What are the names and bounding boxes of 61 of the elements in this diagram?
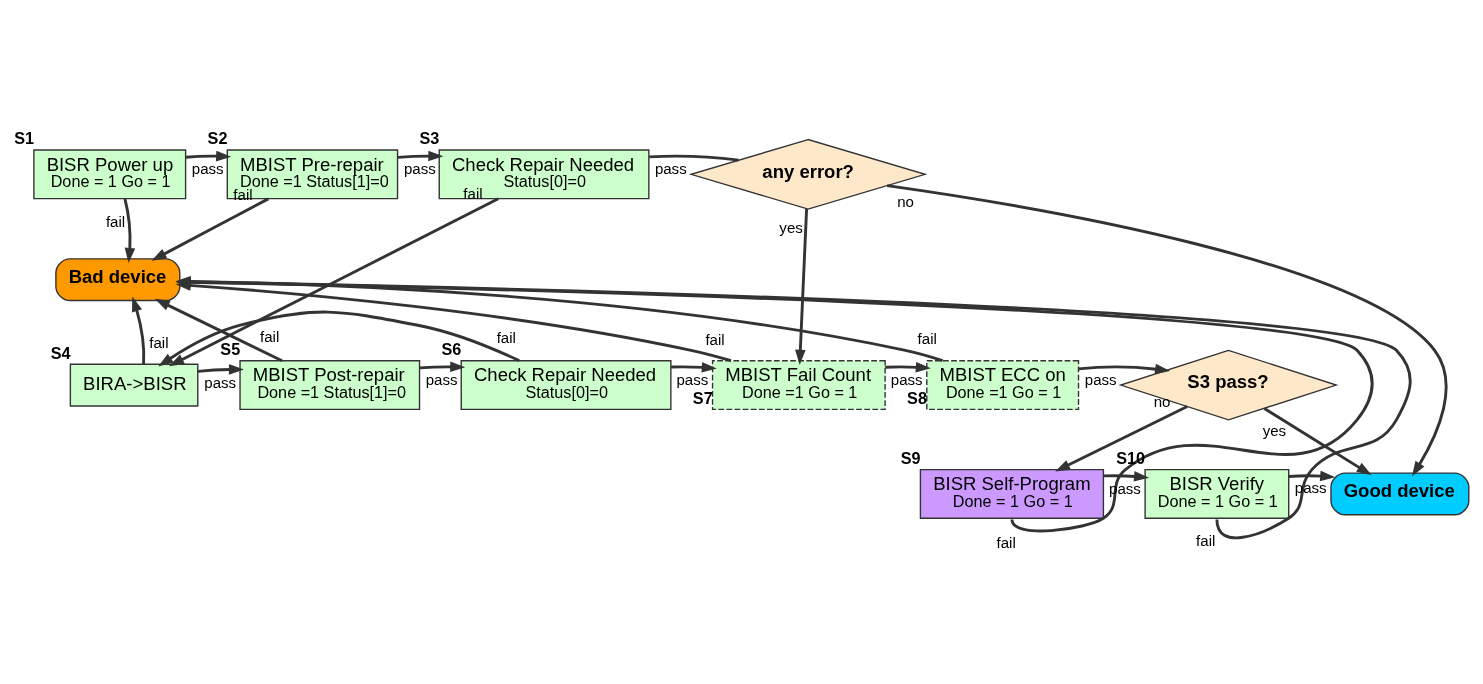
node-label: S5 — [220, 339, 241, 358]
node-label: S2 — [207, 128, 228, 147]
edge-label: fail — [496, 328, 516, 346]
arrow — [154, 298, 283, 362]
edge-label: fail — [705, 330, 725, 348]
node-box: MBIST Fail Count Done =1 Go = 1 — [711, 359, 886, 410]
arrow — [885, 361, 931, 372]
edge-label: yes — [1262, 421, 1287, 439]
arrow — [1078, 363, 1171, 374]
edge-label: no — [1153, 392, 1171, 410]
edge-label: fail — [463, 184, 483, 202]
edge-label: no — [897, 192, 914, 210]
edge-label: pass — [425, 370, 458, 388]
node-box: Good device — [1330, 471, 1470, 515]
arrow — [795, 208, 809, 365]
arrow — [1103, 470, 1150, 482]
arrow — [886, 183, 1448, 476]
arrow — [151, 197, 269, 261]
node-label: S7 — [692, 388, 713, 407]
edge-label: fail — [105, 212, 126, 229]
edge-label: pass — [403, 159, 436, 177]
node-box: BISR Verify Done = 1 Go = 1 — [1144, 468, 1290, 519]
edge-label: fail — [260, 327, 280, 345]
edge-label: fail — [917, 329, 937, 347]
edge-label: fail — [996, 533, 1016, 551]
edge-label: pass — [1084, 370, 1117, 388]
node-label: S3 — [419, 128, 440, 147]
node-box: MBIST Post-repair Done =1 Status[1]=0 — [239, 359, 421, 410]
arrow — [671, 361, 717, 373]
arrow — [197, 363, 244, 375]
arrow — [419, 361, 466, 372]
arrow — [1263, 406, 1372, 475]
arrow — [158, 310, 520, 366]
arrow — [185, 150, 232, 161]
edge-label: pass — [191, 159, 224, 177]
node-box: BISR Self-Program Done = 1 Go = 1 — [919, 468, 1105, 519]
node-label: S8 — [907, 388, 927, 407]
node-box: Bad device — [55, 257, 181, 301]
node-label: S6 — [441, 339, 462, 358]
edge-label: yes — [779, 218, 803, 236]
arrow — [123, 198, 136, 263]
edge-label: pass — [890, 370, 923, 388]
node-label: S4 — [50, 343, 71, 362]
edge-label: pass — [204, 373, 237, 391]
arrow — [131, 296, 146, 364]
node-label: S10 — [1116, 448, 1145, 467]
arrow — [397, 150, 444, 161]
edge-label: pass — [676, 370, 709, 388]
node-box: MBIST ECC on Done =1 Go = 1 — [926, 359, 1080, 410]
connector — [649, 154, 739, 162]
arrow — [1055, 404, 1188, 472]
edge-label: fail — [1196, 531, 1216, 549]
node-box: BIRA->BISR — [69, 363, 199, 407]
edge-label: pass — [654, 159, 687, 177]
node-box: BISR Power up Done = 1 Go = 1 — [33, 148, 187, 199]
arrow — [1288, 470, 1336, 481]
node-label: S9 — [900, 448, 921, 467]
node-label: S1 — [14, 128, 35, 147]
arrow — [169, 197, 499, 366]
edge-label: fail — [149, 333, 169, 351]
node-box: Check Repair Needed Status[0]=0 — [460, 359, 672, 410]
